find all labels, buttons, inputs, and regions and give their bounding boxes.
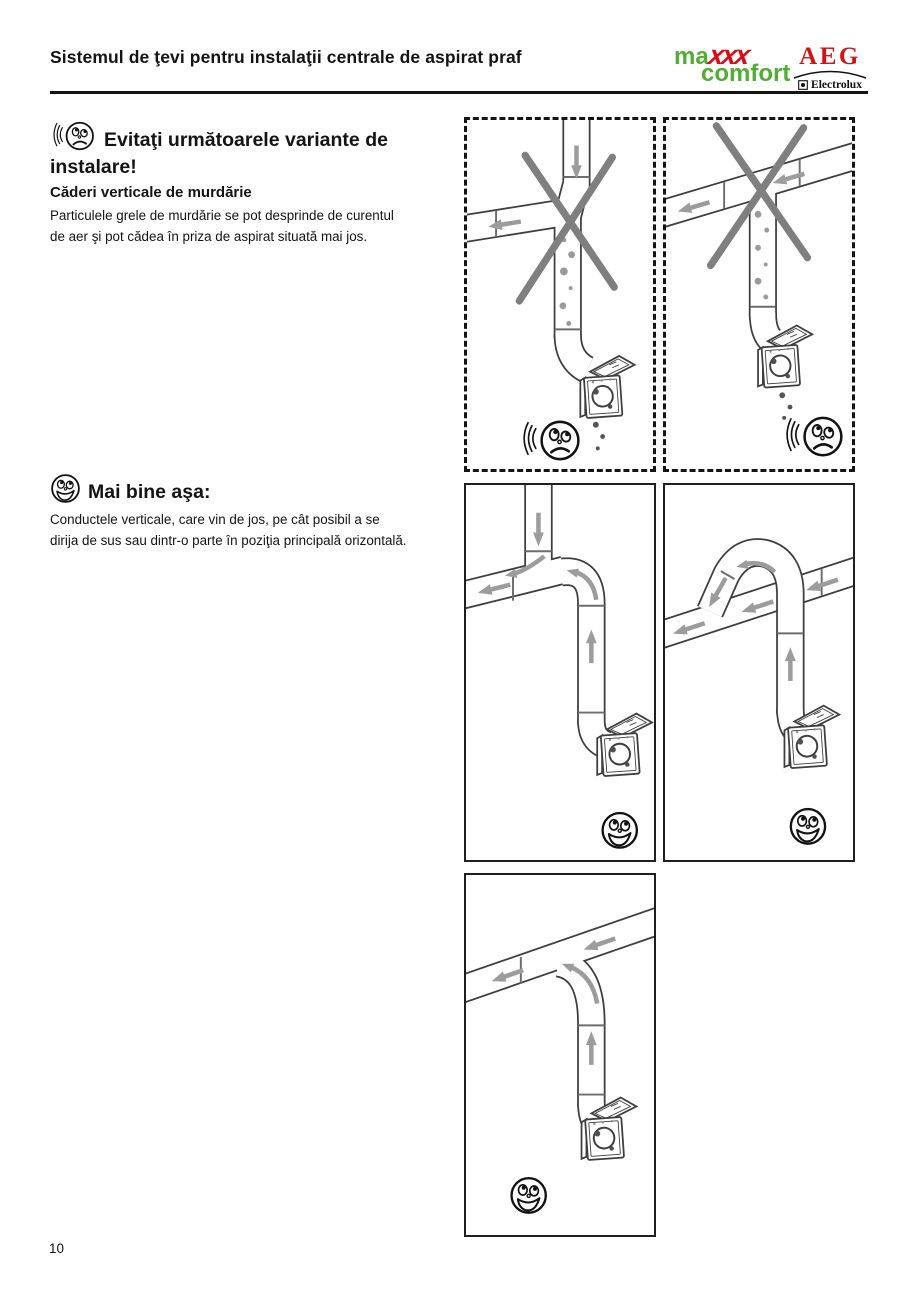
section-avoid-subheading: Căderi verticale de murdărie [50, 184, 252, 201]
electrolux-mark-icon [798, 80, 808, 90]
section-better-heading: Mai bine aşa: [50, 473, 480, 505]
panel-good-riser-elbow [464, 873, 656, 1237]
aeg-arc-line [793, 70, 867, 79]
maxxx-logo-ma: ma [674, 43, 709, 70]
maxxx-comfort-logo: maxxx comfort [674, 40, 791, 87]
section-better-body: Conductele verticale, care vin de jos, p… [50, 512, 407, 548]
electrolux-wordmark: Electrolux [811, 79, 862, 91]
aeg-wordmark: AEG [799, 43, 861, 70]
panel-good-riser-elbow-drawing [466, 907, 654, 1214]
panel-good-riser-into-tee [464, 483, 656, 862]
panel-good-riser-over-bridge-drawing [665, 538, 853, 845]
panel-bad-drop-from-top-drawing [467, 120, 636, 461]
happy-face-icon [601, 811, 639, 849]
panel-good-riser-over-bridge [663, 483, 855, 862]
maxxx-logo-line1: maxxx [674, 40, 790, 70]
section-avoid-heading: Evitaţi următoarele variante de instalar… [50, 120, 480, 180]
happy-face-icon [51, 474, 80, 503]
sad-face-icon [785, 416, 843, 457]
page-number: 10 [49, 1241, 65, 1256]
electrolux-line: Electrolux [790, 79, 870, 91]
panel-good-riser-into-tee-drawing [466, 485, 654, 849]
pipes [466, 907, 654, 1140]
dust-particles [559, 237, 606, 451]
section-avoid-body: Particulele grele de murdărie se pot des… [50, 208, 394, 244]
happy-face-icon [789, 807, 827, 845]
section-better-heading-text: Mai bine aşa: [88, 480, 211, 503]
maxxx-logo-comfort: comfort [701, 60, 791, 87]
aeg-electrolux-logo: AEG Electrolux [790, 44, 870, 91]
header-divider [50, 91, 868, 94]
flow-arrows [490, 933, 617, 1065]
happy-face-icon [510, 1176, 547, 1214]
flow-arrows [477, 513, 597, 663]
maxxx-logo-xxx: xxx [706, 40, 751, 70]
page-title: Sistemul de ţevi pentru instalaţii centr… [50, 47, 522, 67]
section-avoid-heading-text: Evitaţi următoarele variante de instalar… [50, 128, 388, 178]
sad-face-icon [522, 420, 580, 461]
sad-face-icon [53, 121, 94, 151]
flow-arrows [671, 559, 839, 681]
panel-bad-drop-from-side-drawing [666, 122, 852, 457]
dust-particles [754, 210, 793, 420]
cross-out-icon [706, 122, 812, 270]
cross-out-icon [515, 151, 618, 305]
panel-bad-drop-from-side [663, 117, 855, 472]
panel-bad-drop-from-top [464, 117, 656, 472]
